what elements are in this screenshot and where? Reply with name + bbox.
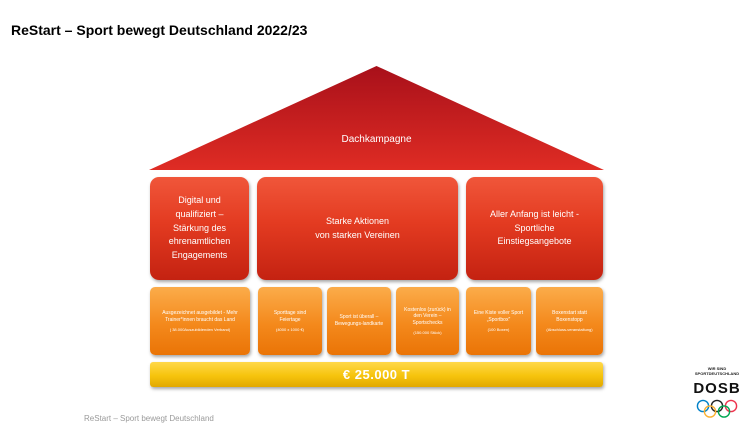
box-line: Sport ist überall –	[339, 314, 379, 321]
slide-title: ReStart – Sport bewegt Deutschland 2022/…	[11, 22, 308, 38]
pillar-line: Engagements	[171, 250, 228, 261]
pillar-aller-anfang: Aller Anfang ist leicht - Sportliche Ein…	[466, 177, 603, 280]
dosb-logo: WIR SIND SPORTDEUTSCHLAND DOSB	[690, 366, 744, 427]
slide-footer: ReStart – Sport bewegt Deutschland	[84, 414, 214, 423]
budget-base: € 25.000 T	[150, 362, 603, 387]
box-line: „Sportbox"	[486, 316, 511, 323]
box-line: Sportschecks	[412, 320, 443, 327]
box-sub: (100 Boxen)	[487, 326, 510, 332]
pillar-line: Aller Anfang ist leicht -	[489, 208, 580, 219]
ring-green	[717, 405, 731, 418]
logo-tagline: WIR SIND SPORTDEUTSCHLAND	[690, 366, 744, 376]
box-sporttage: Sporttage sind Feiertage (4000 x 1000 €)	[258, 287, 322, 355]
box-sport-ist-ueberall: Sport ist überall – Bewegungs-landkarte	[327, 287, 391, 355]
logo-tagline-2: SPORTDEUTSCHLAND	[694, 370, 740, 376]
logo-wordmark: DOSB	[693, 380, 741, 397]
box-boxenstart: Boxenstart statt Boxenstopp (Abschluss-v…	[536, 287, 603, 355]
box-line: Trainer*innen braucht das Land	[165, 316, 235, 323]
box-line: Ausgezeichnet ausgebildet - Mehr	[162, 310, 238, 317]
box-sportbox: Eine Kiste voller Sport „Sportbox" (100 …	[466, 287, 531, 355]
ring-red	[724, 399, 738, 413]
pillar-line: Einstiegsangebote	[497, 236, 572, 247]
pillar-line: von starken Vereinen	[315, 229, 400, 240]
box-sub: (4000 x 1000 €)	[275, 326, 305, 332]
pillar-line: ehrenamtlichen	[168, 236, 231, 247]
ring-black	[710, 399, 724, 413]
box-line: Boxenstart statt	[552, 310, 587, 317]
box-line: Kostenlos (zurück) in	[404, 306, 451, 313]
pillar-line: Starke Aktionen	[325, 215, 390, 226]
ring-yellow	[703, 405, 717, 418]
pillar-starke-aktionen: Starke Aktionen von starken Vereinen	[257, 177, 458, 280]
logo-tagline-1: WIR SIND	[707, 366, 727, 371]
box-sub: ( 38.000Auszubildenden Verband)	[169, 326, 231, 332]
ring-blue	[696, 399, 710, 413]
pillar-line: Digital und	[178, 194, 221, 205]
pillar-line: Sportliche	[514, 222, 555, 233]
olympic-rings-icon	[696, 399, 738, 418]
box-sub: (Abschluss-veranstaltung)	[546, 326, 593, 332]
pillar-line: Stärkung des	[172, 222, 227, 233]
roof-triangle	[149, 66, 604, 170]
pillar-line: qualifiziert –	[175, 208, 224, 219]
box-line: Eine Kiste voller Sport	[473, 310, 524, 317]
roof-label: Dachkampagne	[341, 134, 412, 145]
box-sub: (150.000 Stück)	[413, 329, 442, 335]
box-sportschecks: Kostenlos (zurück) in den Verein – Sport…	[396, 287, 459, 355]
box-line: den Verein –	[413, 313, 442, 320]
box-line: Sporttage sind	[273, 310, 307, 317]
box-line: Feiertage	[279, 316, 301, 323]
box-ausgezeichnet-ausgebildet: Ausgezeichnet ausgebildet - Mehr Trainer…	[150, 287, 250, 355]
box-line: Boxenstopp	[556, 316, 583, 323]
pillar-digital-qualifiziert: Digital und qualifiziert – Stärkung des …	[150, 177, 249, 280]
box-line: Bewegungs-landkarte	[334, 321, 384, 327]
